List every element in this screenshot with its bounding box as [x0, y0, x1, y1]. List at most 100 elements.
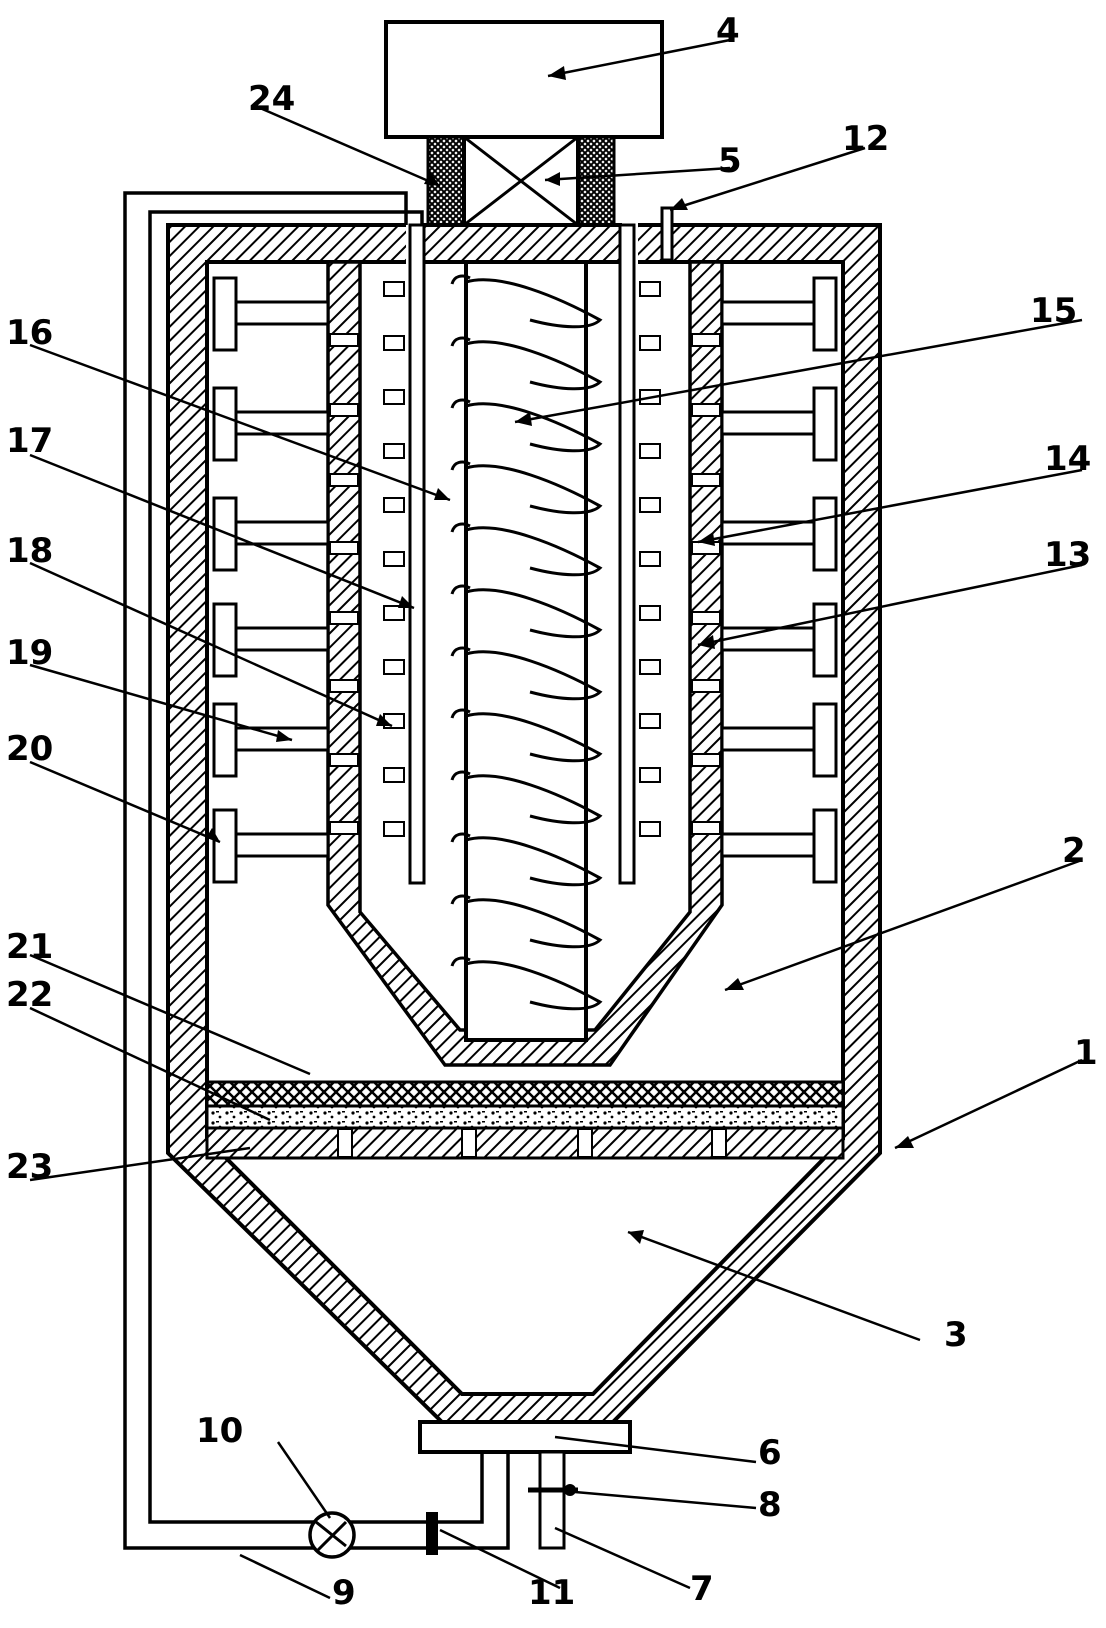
nozzle-right-4 — [639, 497, 661, 513]
helix-back-11 — [450, 956, 471, 967]
wall-hole-left-1 — [329, 403, 359, 417]
helix-turn-1 — [465, 340, 603, 391]
nozzle-left-1 — [383, 335, 405, 351]
label-14: 14 — [1044, 439, 1091, 479]
label-7: 7 — [690, 1569, 714, 1609]
outlet-flange — [418, 1420, 632, 1454]
label-23: 23 — [6, 1147, 53, 1187]
label-19: 19 — [6, 633, 53, 673]
drain-pipe — [538, 1450, 566, 1550]
nozzle-left-3 — [383, 443, 405, 459]
plate-hole-3 — [577, 1128, 593, 1158]
electrode-rod-left-2 — [234, 520, 330, 546]
label-10: 10 — [196, 1411, 243, 1451]
support-plate-23 — [205, 1126, 845, 1160]
wall-hole-left-7 — [329, 821, 359, 835]
label-20: 20 — [6, 729, 53, 769]
electrode-rod-right-5 — [720, 832, 816, 858]
helix-turn-11 — [465, 960, 603, 1011]
helix-back-6 — [450, 646, 471, 657]
wall-hole-left-2 — [329, 473, 359, 487]
wall-hole-left-3 — [329, 541, 359, 555]
wall-hole-right-7 — [691, 821, 721, 835]
label-8: 8 — [758, 1485, 782, 1525]
nozzle-right-8 — [639, 713, 661, 729]
wall-hole-right-4 — [691, 611, 721, 625]
label-16: 16 — [6, 313, 53, 353]
inner-vessel — [326, 260, 724, 1067]
helix-back-7 — [450, 708, 471, 719]
label-3: 3 — [944, 1315, 968, 1355]
electrode-plate-right-4 — [812, 702, 838, 778]
guide-tube-right — [618, 223, 636, 885]
nozzle-right-3 — [639, 443, 661, 459]
helix-turn-7 — [465, 712, 603, 763]
wall-hole-right-1 — [691, 403, 721, 417]
label-24: 24 — [248, 79, 295, 119]
helix-turn-2 — [465, 402, 603, 453]
electrode-rod-right-4 — [720, 726, 816, 752]
helix-back-2 — [450, 398, 471, 409]
helix-back-4 — [450, 522, 471, 533]
plate-hole-2 — [461, 1128, 477, 1158]
motor-box — [384, 20, 664, 139]
nozzle-left-5 — [383, 551, 405, 567]
filter-layer-22 — [205, 1104, 845, 1130]
seal-right — [576, 135, 616, 227]
wall-hole-right-0 — [691, 333, 721, 347]
nozzle-right-9 — [639, 767, 661, 783]
helix-back-5 — [450, 584, 471, 595]
helix-turn-10 — [465, 898, 603, 949]
plate-hole-1 — [337, 1128, 353, 1158]
wall-hole-left-0 — [329, 333, 359, 347]
helix-turn-4 — [465, 526, 603, 577]
label-5: 5 — [718, 141, 742, 181]
label-6: 6 — [758, 1433, 782, 1473]
check-valve — [426, 1512, 438, 1555]
label-18: 18 — [6, 531, 53, 571]
wall-hole-right-5 — [691, 679, 721, 693]
nozzle-left-2 — [383, 389, 405, 405]
leader-lines — [29, 38, 1083, 1600]
drain-valve-knob — [564, 1484, 576, 1496]
label-1: 1 — [1074, 1033, 1098, 1073]
wall-hole-left-4 — [329, 611, 359, 625]
helix-back-9 — [450, 832, 471, 843]
helix-back-0 — [450, 274, 471, 285]
circulation-pipe-inner — [148, 210, 484, 1524]
helix-back-10 — [450, 894, 471, 905]
electrode-plate-left-3 — [212, 602, 238, 678]
electrode-plate-left-5 — [212, 808, 238, 884]
nozzle-left-6 — [383, 605, 405, 621]
coupling-cross — [463, 135, 579, 227]
electrode-rod-right-0 — [720, 300, 816, 326]
electrode-rod-right-1 — [720, 410, 816, 436]
helical-blade — [450, 274, 603, 1011]
nozzle-right-0 — [639, 281, 661, 297]
helix-turn-3 — [465, 464, 603, 515]
label-13: 13 — [1044, 535, 1091, 575]
label-22: 22 — [6, 975, 53, 1015]
nozzle-blocks — [383, 281, 661, 837]
electrode-rod-left-3 — [234, 626, 330, 652]
nozzle-right-10 — [639, 821, 661, 837]
nozzle-right-6 — [639, 605, 661, 621]
helix-back-3 — [450, 460, 471, 471]
label-12: 12 — [842, 119, 889, 159]
electrode-rod-right-2 — [720, 520, 816, 546]
pump-symbol — [315, 1520, 348, 1552]
label-2: 2 — [1062, 831, 1086, 871]
nozzle-left-7 — [383, 659, 405, 675]
electrode-plate-left-0 — [212, 276, 238, 352]
electrode-rod-left-5 — [234, 832, 330, 858]
wall-hole-left-5 — [329, 679, 359, 693]
electrode-plate-right-5 — [812, 808, 838, 884]
helix-back-8 — [450, 770, 471, 781]
label-21: 21 — [6, 927, 53, 967]
nozzle-left-10 — [383, 821, 405, 837]
electrode-plate-left-4 — [212, 702, 238, 778]
electrode-plate-right-2 — [812, 496, 838, 572]
label-15: 15 — [1030, 291, 1077, 331]
arrow-heads — [206, 66, 914, 1244]
